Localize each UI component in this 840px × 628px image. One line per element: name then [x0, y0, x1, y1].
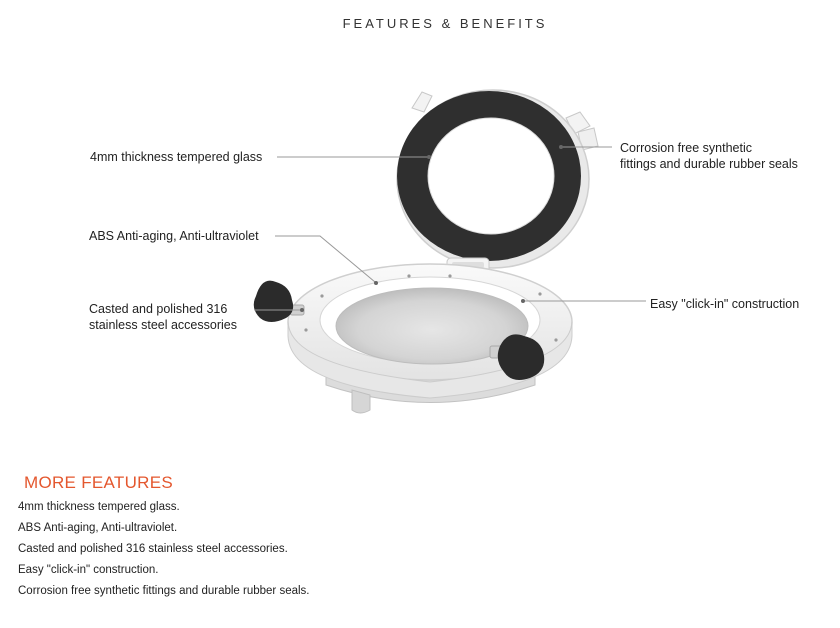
- list-item: 4mm thickness tempered glass.: [18, 501, 180, 513]
- list-item: Corrosion free synthetic fittings and du…: [18, 585, 310, 597]
- list-item: ABS Anti-aging, Anti-ultraviolet.: [18, 522, 178, 534]
- knob-right: [489, 334, 545, 380]
- callout-seals-line2: fittings and durable rubber seals: [620, 157, 798, 171]
- knob-left: [253, 280, 305, 322]
- callout-steel-line1: Casted and polished 316: [89, 302, 228, 316]
- callout-clickin: Easy "click-in" construction: [650, 297, 800, 311]
- porthole-illustration: [253, 89, 646, 414]
- page-title: FEATURES & BENEFITS: [342, 16, 548, 31]
- callout-steel-line2: stainless steel accessories: [89, 318, 237, 332]
- more-features-title: MORE FEATURES: [24, 473, 174, 492]
- callout-leaders: [254, 145, 646, 312]
- callout-glass: 4mm thickness tempered glass: [90, 150, 263, 164]
- callout-seals-line1: Corrosion free synthetic: [620, 141, 753, 155]
- porthole-lid: [396, 89, 590, 269]
- callout-abs: ABS Anti-aging, Anti-ultraviolet: [89, 229, 259, 243]
- more-features-list: 4mm thickness tempered glass. ABS Anti-a…: [18, 500, 310, 605]
- list-item: Casted and polished 316 stainless steel …: [18, 543, 288, 555]
- porthole-frame: [287, 263, 573, 399]
- list-item: Easy "click-in" construction.: [18, 564, 159, 576]
